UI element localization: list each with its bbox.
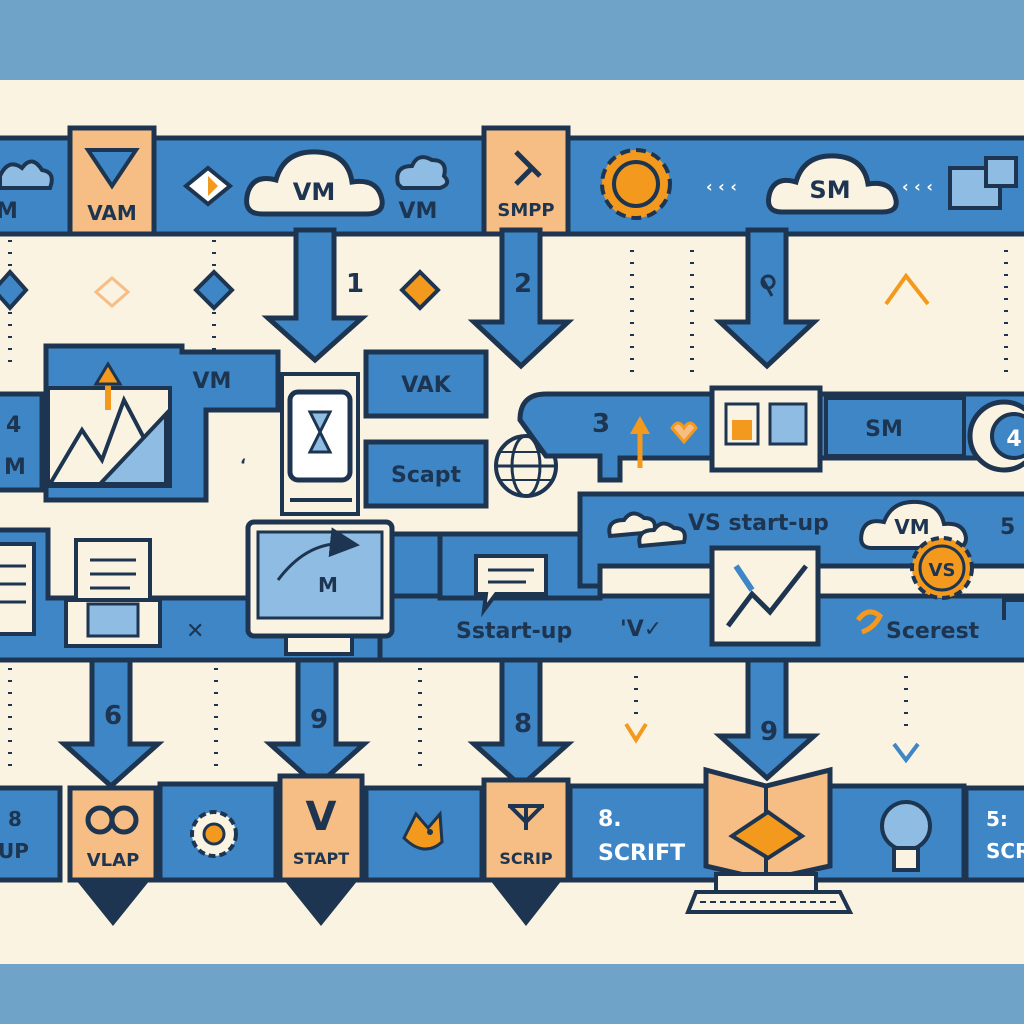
tile-smpp-label: SMPP <box>497 200 554 221</box>
arrow-down-2 <box>467 227 575 370</box>
box-sm-label: SM <box>865 417 903 442</box>
gear-vs-icon: VS <box>910 536 974 600</box>
speech-bubble-icon <box>474 554 548 618</box>
tile-vlap-pointer <box>76 880 150 926</box>
diamond-markers-row1 <box>0 268 441 312</box>
arrow-9b-number: 9 <box>760 717 778 747</box>
arrow-down-6 <box>57 657 165 790</box>
tile-vlap[interactable] <box>67 785 159 883</box>
box-scapt[interactable] <box>363 439 489 509</box>
edge-box-bottom-left <box>0 785 63 883</box>
arrow-down-8 <box>467 657 575 790</box>
tile-vam-label: VAM <box>87 201 137 225</box>
dotted-connectors-row3 <box>8 668 908 770</box>
box-vak[interactable] <box>363 349 489 419</box>
lightbulb-icon <box>880 800 932 872</box>
label-scerest: Scerest <box>886 619 980 644</box>
edge-label-8: 8 <box>8 807 22 831</box>
vs-startup-label: VS start-up <box>688 511 829 536</box>
arrow-down-9b <box>713 657 821 782</box>
chain-link-icon <box>85 805 139 835</box>
dots-right: ‹ ‹ ‹ <box>902 177 933 196</box>
box-scrift-number: 8. <box>598 807 622 832</box>
heart-icon <box>670 421 698 445</box>
funnel-icon <box>84 148 140 190</box>
cloud-small-icon <box>395 155 450 190</box>
dotted-connectors-row1 <box>8 240 1008 380</box>
row3-number-5: 5 <box>1000 515 1015 540</box>
puzzle-icon <box>948 156 1018 210</box>
document-stack-icon <box>64 538 162 648</box>
trend-chart-card[interactable] <box>709 545 821 647</box>
corner-icon <box>1002 598 1024 620</box>
monitor-label: M <box>318 573 338 597</box>
arrow-8-number: 8 <box>514 709 532 739</box>
arrow-2-number: 2 <box>514 269 532 299</box>
arrow-9a-number: 9 <box>310 705 328 735</box>
box-scapt-label: Scapt <box>391 463 461 488</box>
gear-icon <box>600 148 672 220</box>
arrow-6-number: 6 <box>104 701 122 731</box>
cloud-vm[interactable]: VM <box>244 149 385 217</box>
edge-label-m: M <box>0 199 18 224</box>
chevron-down-icon-2 <box>892 742 920 764</box>
caret-up-icon <box>884 272 930 306</box>
window-panels-icon <box>709 385 823 473</box>
tile-scrip-pointer <box>490 880 562 926</box>
edge-box-bottom-right <box>963 785 1024 883</box>
mountain-chart-icon <box>46 361 172 488</box>
fox-icon <box>402 810 444 851</box>
chevron-down-icon <box>624 722 648 744</box>
tile-v-label: V <box>306 794 337 840</box>
chevron-icon <box>514 150 542 186</box>
label-vm: VM <box>399 199 438 224</box>
arrow-down-3 <box>713 227 821 370</box>
box-sm[interactable] <box>824 396 966 458</box>
filter-icon <box>508 804 544 830</box>
tile-stapt-label: STAPT <box>293 849 349 868</box>
tile-smpp[interactable] <box>481 125 571 237</box>
phone-icon[interactable] <box>280 372 360 516</box>
arrow-1-number: 1 <box>346 269 364 299</box>
arrow-down-9a <box>263 657 371 790</box>
row2-number-3: 3 <box>592 409 610 439</box>
cloud-vm-small-label: VM <box>894 515 929 539</box>
panel-vm-label: VM <box>193 369 232 394</box>
cloud-sm-label: SM <box>809 176 850 204</box>
edge-label-4: 4 <box>6 413 21 438</box>
label-sstart-up: Sstart-up <box>456 619 572 644</box>
cloud-vm-label: VM <box>293 178 335 206</box>
document-edge-icon <box>0 542 36 636</box>
cloud-vm-small[interactable]: VM <box>859 499 969 550</box>
circle-4[interactable]: 4 <box>967 399 1024 473</box>
box-vak-label: VAK <box>401 373 452 398</box>
edge-label-up: UP <box>0 839 29 863</box>
cloud-sm[interactable]: SM <box>766 153 899 215</box>
edge-label-m2: M <box>4 455 26 480</box>
circle-4-label: 4 <box>1006 427 1021 452</box>
book-computer-icon[interactable] <box>685 766 854 914</box>
tile-vlap-label: VLAP <box>87 850 140 871</box>
cloud-pair-icon <box>607 511 687 549</box>
monitor-icon[interactable]: M <box>245 519 395 656</box>
check-icon: 'V✓ <box>620 617 662 642</box>
close-icon[interactable]: ✕ <box>186 619 204 644</box>
edge-box-left <box>0 391 45 493</box>
gear-small-icon <box>190 810 238 858</box>
dots-left: ‹ ‹ ‹ <box>706 177 737 196</box>
tile-scrip-label: SCRIP <box>499 849 553 868</box>
spark-icon: ʻ <box>240 455 246 474</box>
arrow-down-1 <box>261 227 369 364</box>
cloud-edge-icon <box>0 159 54 190</box>
diamond-icon <box>182 165 234 207</box>
edge-label-5: 5: <box>986 807 1008 831</box>
link-icon <box>760 274 776 297</box>
box-scrift-label: SCRIFT <box>598 841 685 866</box>
gear-vs-label: VS <box>929 560 956 581</box>
tile-stapt-pointer <box>284 880 358 926</box>
swirl-icon <box>855 609 884 635</box>
edge-label-scr: SCR <box>986 839 1024 863</box>
